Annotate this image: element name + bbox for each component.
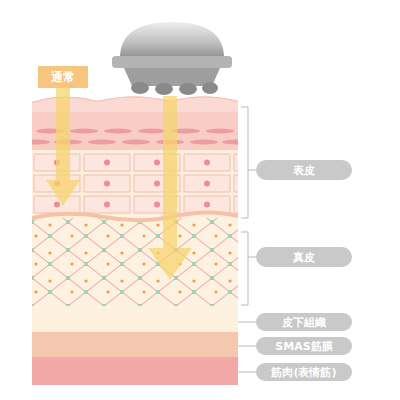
dermis-bracket (241, 232, 256, 305)
roller (179, 83, 197, 95)
layer-label: SMAS筋膜 (256, 337, 352, 355)
label-text: 表皮 (293, 163, 315, 178)
brackets (238, 107, 256, 372)
layer-label: 皮下組織 (256, 313, 352, 331)
layer-label: 真皮 (256, 247, 352, 267)
method-label: 通常 (38, 66, 88, 88)
subcutaneous-tissue (32, 306, 238, 332)
muscle-layer (32, 357, 238, 385)
roller (131, 82, 149, 94)
smas-leader (238, 346, 256, 347)
layer-label: 表皮 (256, 160, 352, 180)
device (112, 22, 232, 95)
device-rim (112, 56, 232, 68)
label-text: 通常 (51, 69, 75, 86)
epidermis-bracket (241, 107, 256, 218)
label-text: SMAS筋膜 (275, 339, 332, 354)
device-dome (120, 22, 224, 58)
label-text: 真皮 (293, 250, 315, 265)
smas-fascia (32, 332, 238, 357)
normal-arrow (46, 88, 80, 206)
subcutaneous-leader (238, 322, 256, 323)
roller (155, 83, 173, 95)
basement-membrane (32, 211, 238, 223)
device-arrow (148, 96, 192, 280)
layer-label: 筋肉(表情筋) (256, 363, 352, 381)
dermis (32, 218, 238, 308)
roller (202, 82, 218, 94)
label-text: 筋肉(表情筋) (271, 365, 336, 380)
label-text: 皮下組織 (282, 315, 326, 330)
muscle-leader (238, 372, 256, 373)
